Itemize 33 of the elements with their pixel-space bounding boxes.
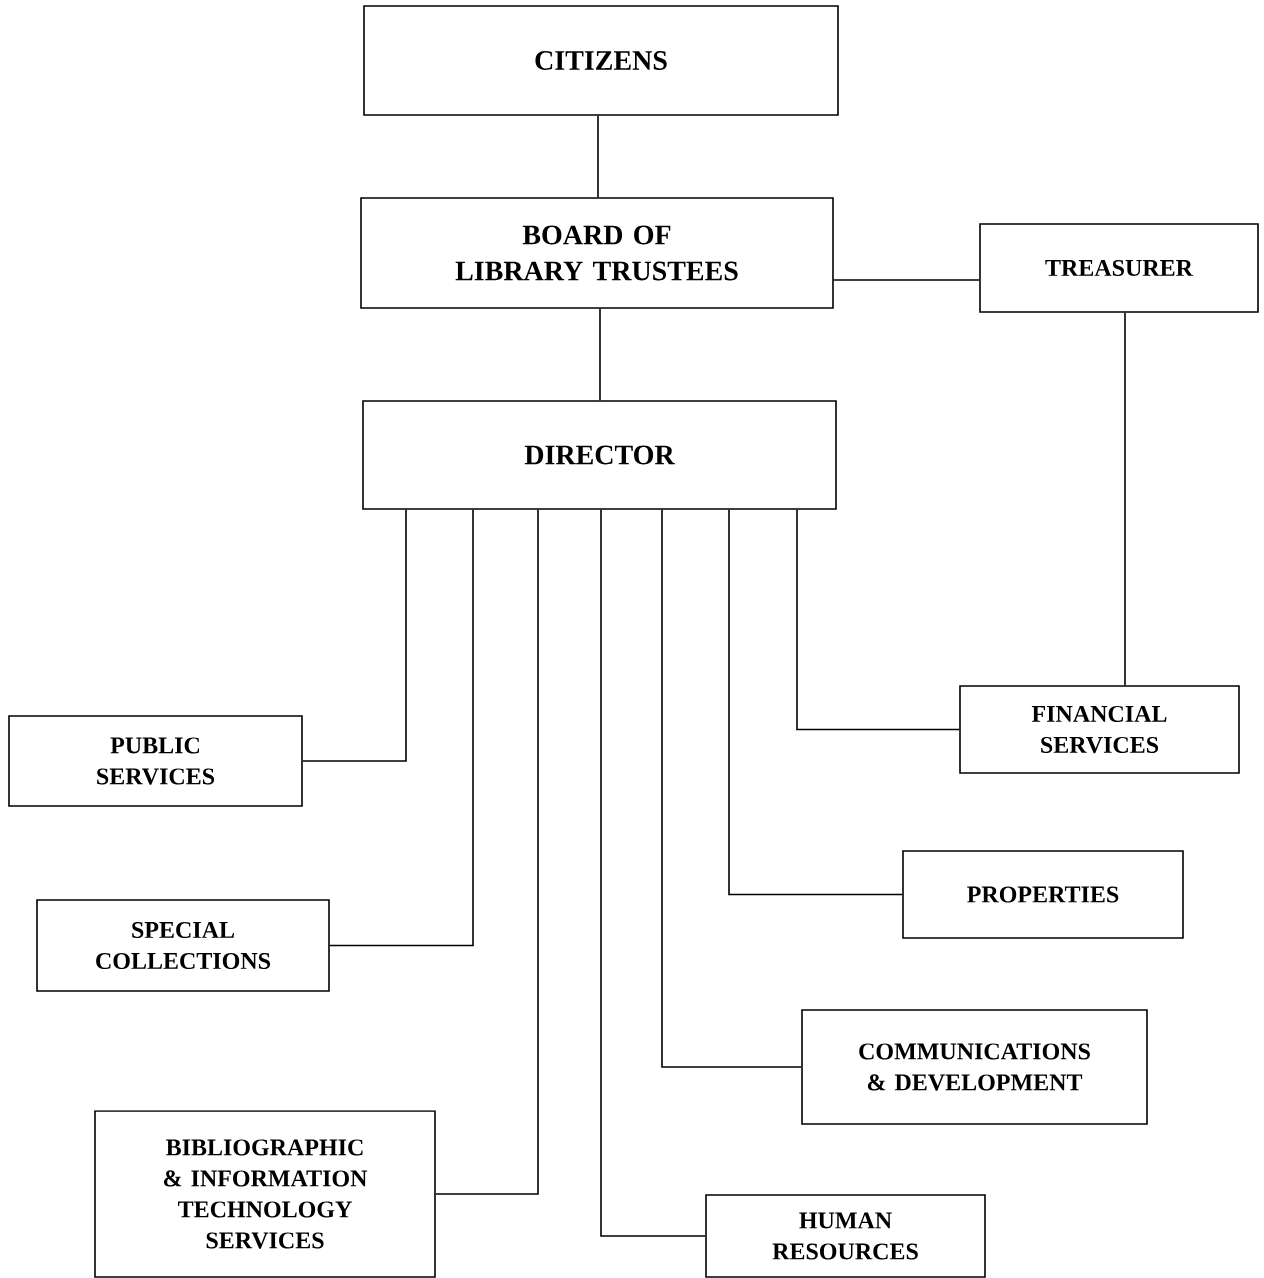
org-box bbox=[362, 400, 837, 510]
connector-line bbox=[796, 509, 960, 731]
box-label: PUBLIC SERVICES bbox=[97, 737, 215, 785]
org-box bbox=[902, 850, 1184, 939]
box-label: DIRECTOR bbox=[524, 445, 675, 465]
connector-line bbox=[1124, 312, 1126, 686]
box-label: COMMUNICATIONS & DEVELOPMENT bbox=[859, 1043, 1090, 1091]
box-label: SPECIAL COLLECTIONS bbox=[96, 921, 270, 970]
box-label: HUMAN RESOURCES bbox=[772, 1212, 918, 1260]
box-label: PROPERTIES bbox=[967, 886, 1119, 903]
org-box bbox=[959, 685, 1240, 774]
connector-line bbox=[833, 279, 980, 281]
org-box bbox=[979, 223, 1259, 313]
connector-line bbox=[329, 509, 474, 947]
box-label: FINANCIAL SERVICES bbox=[1031, 705, 1167, 754]
box-label: CITIZENS bbox=[535, 51, 667, 70]
org-box bbox=[360, 197, 834, 309]
connector-line bbox=[435, 509, 539, 1195]
connector-line bbox=[597, 115, 599, 198]
connector-line bbox=[728, 509, 903, 896]
org-box bbox=[363, 5, 839, 116]
org-box bbox=[8, 715, 303, 807]
connector-line bbox=[302, 509, 407, 762]
org-box bbox=[36, 899, 330, 992]
connector-line bbox=[599, 308, 601, 401]
box-label: BIBLIOGRAPHIC & INFORMATION TECHNOLOGY SERVICES bbox=[163, 1139, 368, 1249]
org-box bbox=[705, 1194, 986, 1278]
org-box bbox=[94, 1110, 436, 1278]
connector-line bbox=[600, 509, 706, 1237]
org-box bbox=[801, 1009, 1148, 1125]
box-label: TREASURER bbox=[1045, 259, 1194, 277]
box-label: BOARD OF LIBRARY TRUSTEES bbox=[455, 225, 738, 281]
connector-line bbox=[661, 509, 802, 1068]
